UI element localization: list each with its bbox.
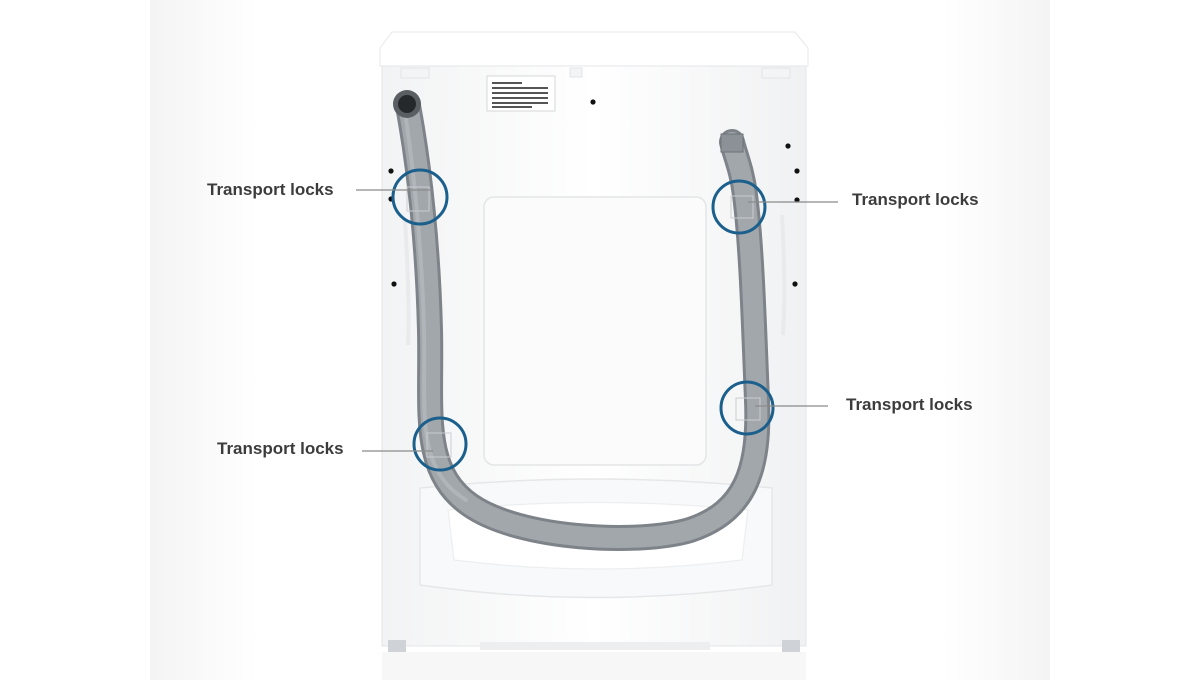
hose-outlet-connector bbox=[393, 90, 421, 118]
transport-lock-plug-bottom-right bbox=[735, 397, 761, 421]
screw-hole bbox=[590, 99, 596, 105]
screw-hole bbox=[794, 197, 800, 203]
label-transport-locks-top-right: Transport locks bbox=[852, 190, 979, 209]
foot-left bbox=[388, 640, 406, 652]
screw-hole bbox=[388, 168, 394, 174]
hose-clip bbox=[720, 133, 744, 153]
top-tab-right bbox=[761, 67, 791, 79]
floor-reflection bbox=[382, 652, 806, 680]
screw-hole bbox=[391, 281, 397, 287]
transport-lock-plug-top-left bbox=[406, 186, 430, 212]
transport-lock-circle-top-left bbox=[391, 168, 449, 226]
top-tab-left bbox=[400, 67, 430, 79]
screw-hole bbox=[785, 143, 791, 149]
leader-lines bbox=[356, 189, 838, 452]
left-side-recess bbox=[403, 219, 411, 346]
transport-lock-markers bbox=[391, 168, 775, 472]
rating-sticker bbox=[486, 75, 556, 112]
drain-hose bbox=[395, 93, 771, 551]
right-side-recess bbox=[780, 214, 787, 336]
rear-access-panel bbox=[483, 196, 707, 466]
transport-lock-circle-bottom-left bbox=[412, 416, 468, 472]
foot-right bbox=[782, 640, 800, 652]
label-transport-locks-top-left: Transport locks bbox=[207, 180, 334, 199]
machine-top-lid bbox=[379, 31, 809, 67]
transport-lock-plug-bottom-left bbox=[426, 432, 452, 458]
transport-lock-circle-top-right bbox=[711, 179, 767, 235]
label-transport-locks-bottom-right: Transport locks bbox=[846, 395, 973, 414]
top-tab-center bbox=[569, 67, 583, 78]
transport-lock-circle-bottom-right bbox=[719, 380, 775, 436]
screw-hole bbox=[792, 281, 798, 287]
label-transport-locks-bottom-left: Transport locks bbox=[217, 439, 344, 458]
bottom-skirt bbox=[480, 642, 710, 650]
transport-lock-plug-top-right bbox=[730, 195, 754, 219]
screw-hole bbox=[794, 168, 800, 174]
